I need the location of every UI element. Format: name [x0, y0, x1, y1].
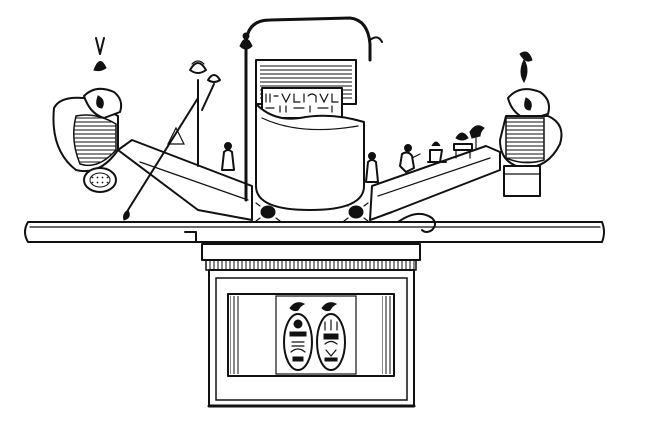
ram-uraeus-left — [93, 61, 107, 72]
ram-head-stern-right — [499, 51, 563, 197]
oar-diagonal — [127, 97, 199, 211]
ram-head-prow-left — [52, 37, 123, 193]
bird-glyph-left — [289, 302, 306, 312]
figure-left-deck — [221, 142, 235, 171]
figure-right-shrine — [365, 152, 379, 183]
table-slab-body — [24, 221, 605, 243]
veil-fold — [261, 117, 359, 131]
scroll-ornament — [397, 212, 436, 233]
canopy-finial — [239, 38, 253, 50]
ram-horn-left — [96, 95, 104, 109]
shrine — [239, 16, 383, 211]
figure-kneeling — [399, 144, 421, 173]
staff-head-left — [189, 62, 207, 74]
pedestal-top-band — [201, 243, 421, 261]
panel-hatch-left — [230, 296, 240, 374]
bird-glyph-right — [321, 302, 338, 312]
staff-crown-left — [191, 60, 205, 65]
oar-blade — [123, 209, 130, 221]
royal-cartouches — [283, 302, 346, 371]
cartouche-right-glyphs — [323, 319, 339, 362]
table-slab — [24, 212, 605, 243]
figure-seated — [427, 141, 447, 163]
figure-offering — [453, 132, 473, 159]
hull-left-line — [139, 161, 249, 201]
ram-crown-left — [95, 37, 105, 55]
pedestal-cornice — [205, 259, 417, 271]
pedestal — [201, 243, 421, 408]
canopy-hook — [369, 36, 383, 43]
hull-right-line — [377, 157, 491, 197]
deck-figures — [221, 125, 485, 183]
inscription-panel — [261, 87, 343, 119]
ram-pendant-left-inner — [89, 172, 111, 188]
panel-hatch-right — [382, 296, 392, 374]
pedestal-inner-frame — [215, 277, 408, 401]
inscription-glyphs — [265, 93, 339, 113]
staff-head-second — [207, 74, 221, 83]
shrine-veil — [255, 103, 365, 211]
hull-right-arm — [369, 145, 501, 221]
ram-uraeus-right — [520, 58, 528, 84]
ram-horn-right — [524, 97, 532, 111]
table-slab-step — [184, 231, 197, 243]
finial-knob — [242, 32, 250, 40]
canopy-arch — [244, 16, 372, 62]
ram-block-right — [503, 165, 541, 197]
cartouche-left-glyphs — [289, 319, 307, 362]
boat-hull — [117, 139, 501, 222]
cartouche-frame — [275, 295, 357, 375]
staff-second — [201, 83, 215, 111]
ram-crown-right — [519, 51, 533, 62]
hull-left-arm — [117, 139, 253, 221]
figure-bird — [469, 125, 485, 149]
ram-collar-left — [73, 114, 117, 167]
steering-oars — [123, 60, 221, 221]
ram-collar-right — [505, 117, 545, 164]
lattice-ornament — [167, 126, 185, 145]
